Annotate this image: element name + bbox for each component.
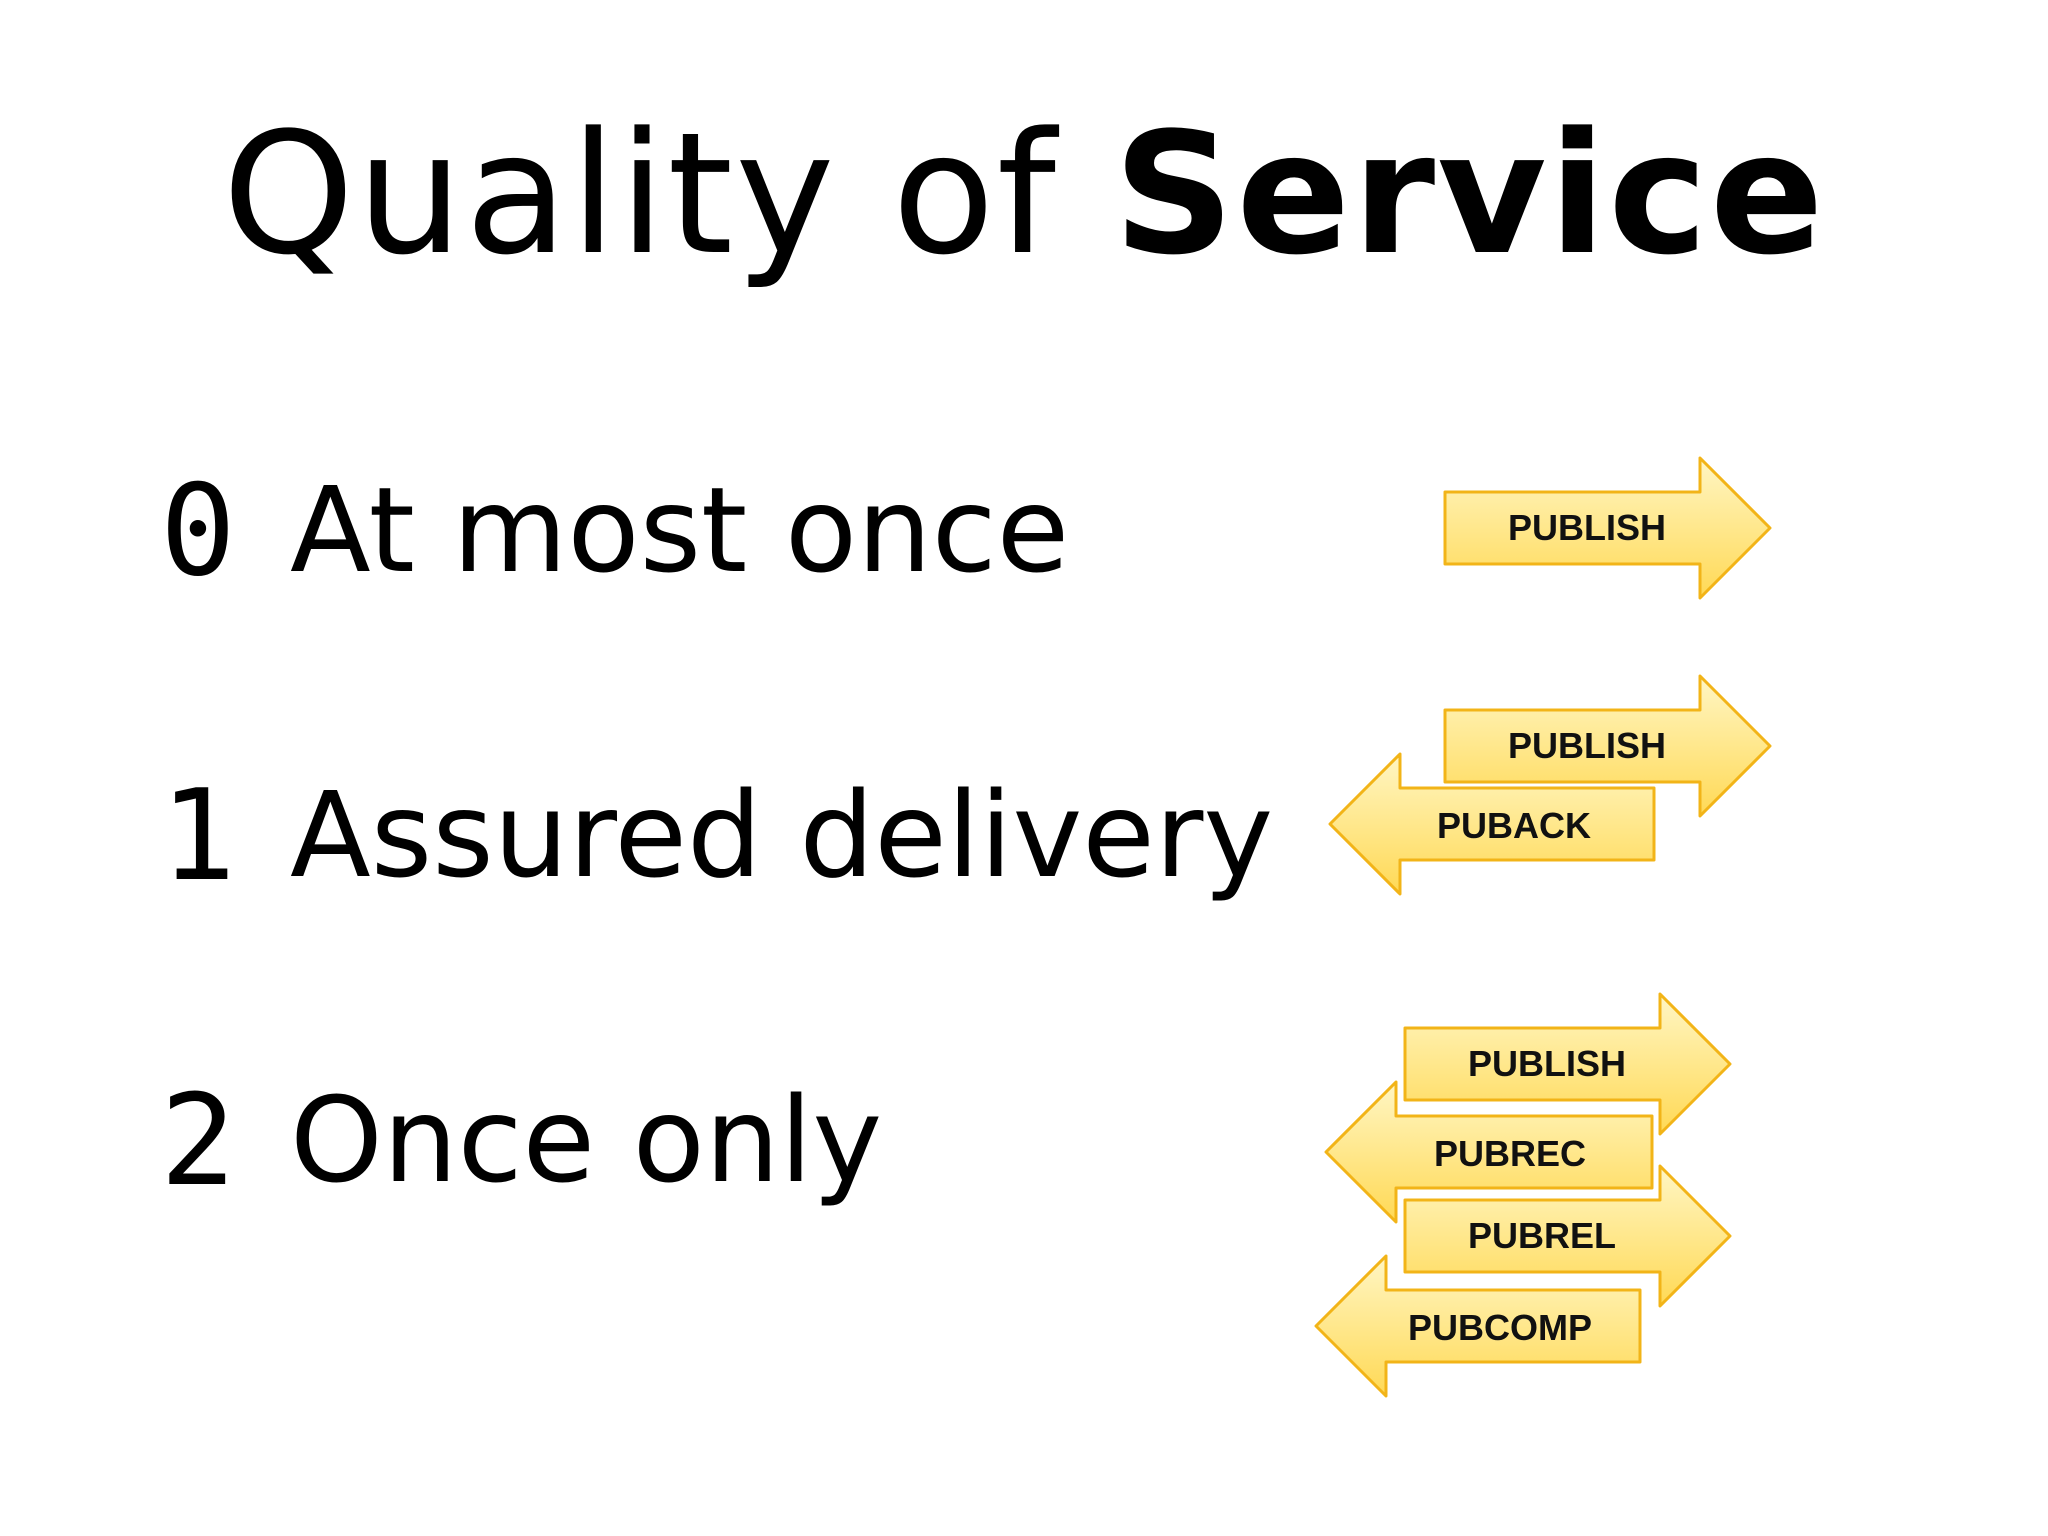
message-label: PUBACK [1437,805,1591,846]
message-label: PUBLISH [1468,1043,1626,1084]
message-label: PUBREL [1468,1215,1616,1256]
qos-level-number: 1 [160,761,236,909]
pubrec-arrow-left: PUBREC [1324,1080,1654,1224]
slide-title-bold: Service [1113,96,1826,292]
slide-title-regular: Quality of [222,96,1114,292]
message-label: PUBCOMP [1408,1307,1592,1348]
pubcomp-arrow-left: PUBCOMP [1314,1254,1642,1398]
qos-level-0: 0 At most once [160,450,1069,610]
puback-arrow-left: PUBACK [1328,752,1656,896]
publish-arrow-right: PUBLISH [1443,674,1772,818]
qos-level-number: 2 [160,1066,236,1214]
qos-level-1: 1 Assured delivery [160,755,1273,915]
qos-level-2: 2 Once only [160,1060,882,1220]
slide-title: Quality of Service [0,110,2048,278]
qos-level-label: At most once [290,461,1070,599]
publish-arrow-right: PUBLISH [1443,456,1772,600]
qos-level-label: Assured delivery [290,766,1274,904]
message-label: PUBLISH [1508,507,1666,548]
qos-level-label: Once only [290,1071,883,1209]
message-label: PUBREC [1434,1133,1586,1174]
publish-arrow-right: PUBLISH [1403,992,1732,1136]
qos-level-number: 0 [160,456,236,604]
message-label: PUBLISH [1508,725,1666,766]
pubrel-arrow-right: PUBREL [1403,1164,1732,1308]
